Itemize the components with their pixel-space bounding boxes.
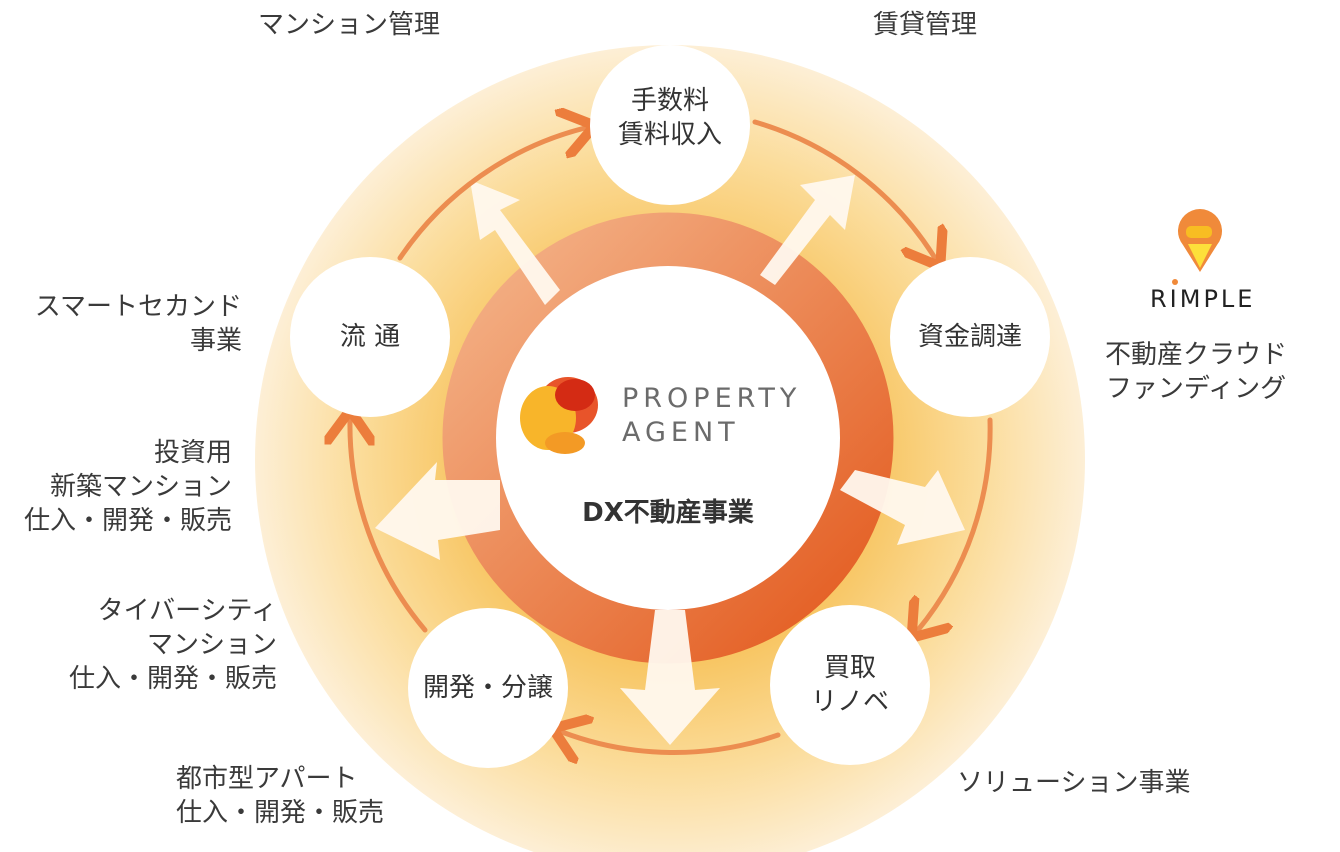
label-investment-mansion: 投資用 新築マンション 仕入・開発・販売 xyxy=(24,436,232,538)
label-line: 事業 xyxy=(189,326,242,356)
arrow-right xyxy=(840,470,965,545)
cycle-arrows xyxy=(350,122,993,752)
label-urban-apartment: 都市型アパート 仕入・開発・販売 xyxy=(176,762,384,830)
label-rental-management: 賃貸管理 xyxy=(873,10,978,40)
label-line: 仕入・開発・販売 xyxy=(176,798,385,828)
node-circles xyxy=(290,45,1050,768)
node-purchase-renovation: 買取 リノベ xyxy=(811,651,889,719)
label-smart-second: スマートセカンド 事業 xyxy=(35,290,242,358)
label-line: 都市型アパート xyxy=(176,764,358,794)
outward-arrows xyxy=(375,175,965,745)
arrow-up-right xyxy=(760,175,855,285)
label-line: ファンディング xyxy=(1105,374,1287,404)
label-line: 不動産クラウド xyxy=(1105,340,1288,370)
label-mansion-management: マンション管理 xyxy=(258,10,441,40)
label-line: タイバーシティ xyxy=(97,596,277,626)
label-solution-business: ソリューション事業 xyxy=(957,768,1191,798)
node-line: リノベ xyxy=(810,687,890,717)
brand-line: PROPERTY xyxy=(622,383,802,414)
label-line: 仕入・開発・販売 xyxy=(68,664,277,694)
label-line: 新築マンション xyxy=(49,472,232,502)
node-distribution: 流 通 xyxy=(339,322,401,352)
center-circle xyxy=(496,266,840,610)
label-line: マンション xyxy=(146,630,277,660)
label-line: 仕入・開発・販売 xyxy=(23,506,232,536)
label-crowdfunding: 不動産クラウド ファンディング xyxy=(1105,338,1287,406)
arrow-left xyxy=(375,462,500,560)
label-line: 投資用 xyxy=(153,438,232,468)
node-line: 手数料 xyxy=(630,86,710,116)
rimple-logo-icon xyxy=(1172,209,1223,285)
rimple-wordmark: RIMPLE xyxy=(1150,285,1256,313)
arrow-up-left xyxy=(470,180,560,305)
property-agent-logo-icon xyxy=(520,377,598,454)
brand-line: AGENT xyxy=(622,417,740,448)
label-tower-mansion: タイバーシティ マンション 仕入・開発・販売 xyxy=(69,594,277,696)
property-agent-wordmark: PROPERTY AGENT xyxy=(622,382,801,450)
node-line: 買取 xyxy=(823,653,877,683)
label-line: スマートセカンド xyxy=(34,292,242,322)
node-funding: 資金調達 xyxy=(917,322,1023,352)
arrow-down xyxy=(620,610,720,745)
node-development-sales: 開発・分譲 xyxy=(422,673,554,703)
center-title: DX不動産事業 xyxy=(582,498,754,528)
node-fee-rental-income: 手数料 賃料収入 xyxy=(618,84,722,152)
node-line: 賃料収入 xyxy=(617,120,723,150)
